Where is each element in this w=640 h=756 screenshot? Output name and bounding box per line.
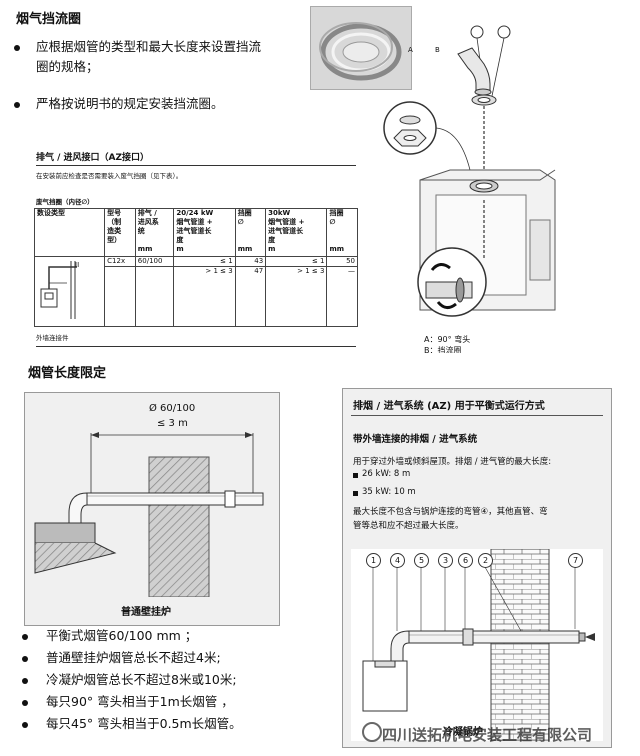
bullet-text: 严格按说明书的规定安装挡流圈。 xyxy=(36,96,224,111)
bullet-dot xyxy=(14,45,20,51)
callout-6: 6 xyxy=(458,553,473,568)
bullet-dot xyxy=(14,102,20,108)
col-header-ring: 挡圈∅mm xyxy=(234,208,267,257)
label-a: A xyxy=(408,46,413,54)
label-b: B xyxy=(435,46,440,54)
col-header-model: 型号（制造类型） xyxy=(104,208,136,257)
table-footer: 外墙连接件 xyxy=(36,334,69,342)
type-icon-cell: II xyxy=(33,256,106,327)
boiler-wall-icon xyxy=(40,261,77,319)
bullet-dot xyxy=(22,656,28,662)
install-diagram: A B A：90° 弯头 B：挡流圈 xyxy=(380,20,630,355)
dim-length: ≤ 3 m xyxy=(157,418,188,429)
square-bullet xyxy=(353,491,358,496)
cell-len-2: > 1 ≤ 3 xyxy=(173,266,236,327)
caption-condensing-boiler: 冷凝锅炉 xyxy=(443,727,483,738)
cell-ring-2: 47 xyxy=(234,266,267,327)
caption-a: A：90° 弯头 xyxy=(424,335,471,344)
callout-1: 1 xyxy=(366,553,381,568)
square-bullet xyxy=(353,473,358,478)
divider xyxy=(36,346,356,347)
az-line: 用于穿过外墙或倾斜屋顶。排烟 / 进气管的最大长度: xyxy=(353,457,552,467)
callout-3: 3 xyxy=(438,553,453,568)
az-line: 管等总和应不超过最大长度。 xyxy=(353,521,464,531)
az-line: 最大长度不包含与锅炉连接的弯管④，其他直管、弯 xyxy=(353,507,548,517)
bullet-text-cont: 圈的规格； xyxy=(36,59,99,74)
az-panel: 排烟 / 进气系统 (AZ) 用于平衡式运行方式 带外墙连接的排烟 / 进气系统… xyxy=(342,388,612,748)
section-title-flue-ring: 烟气挡流圈 xyxy=(16,12,82,27)
divider xyxy=(351,415,603,416)
cell-ring-1: 43 xyxy=(234,256,267,267)
divider xyxy=(36,165,356,166)
bullet-dot xyxy=(22,634,28,640)
cell-pipe: 60/100 xyxy=(134,256,175,267)
az-line: 26 kW: 8 m xyxy=(362,469,411,479)
az-diagram: 1 4 5 3 6 2 7 冷凝锅炉 xyxy=(351,548,603,742)
col-header-ring2: 挡圈∅mm xyxy=(326,208,358,257)
length-diagram: Ø 60/100 ≤ 3 m 普通壁挂炉 xyxy=(24,392,280,626)
wechat-logo-icon xyxy=(362,722,382,742)
flue-ring-photo xyxy=(310,6,412,90)
cell-len30-1: ≤ 1 xyxy=(265,256,328,267)
section-title-length: 烟管长度限定 xyxy=(28,366,107,381)
length-bullet: 每只45° 弯头相当于0.5m长烟管。 xyxy=(46,716,242,731)
length-bullet: 平衡式烟管60/100 mm ； xyxy=(46,628,198,643)
table-title: 废气挡圈（内径∅） xyxy=(36,198,94,206)
callout-4: 4 xyxy=(390,553,405,568)
callout-7: 7 xyxy=(568,553,583,568)
az-header: 排烟 / 进气系统 (AZ) 用于平衡式运行方式 xyxy=(353,401,545,412)
az-line: 35 kW: 10 m xyxy=(362,487,416,497)
spec-note: 在安装前应检查是否需要装入废气挡圈（见下表）。 xyxy=(36,172,183,180)
col-header-type: 数设类型 xyxy=(33,208,106,257)
callout-2: 2 xyxy=(478,553,493,568)
bullet-dot xyxy=(22,678,28,684)
length-bullet: 冷凝炉烟管总长不超过8米或10米; xyxy=(46,672,237,687)
length-bullet: 普通壁挂炉烟管总长不超过4米; xyxy=(46,650,221,665)
dim-diameter: Ø 60/100 xyxy=(149,403,196,414)
cell-len-1: ≤ 1 xyxy=(173,256,236,267)
caption-regular-boiler: 普通壁挂炉 xyxy=(121,607,171,618)
az-subtitle: 带外墙连接的排烟 / 进气系统 xyxy=(353,434,478,445)
caption-b: B：挡流圈 xyxy=(424,346,462,353)
bullet-dot xyxy=(22,722,28,728)
cell-model: C12x xyxy=(104,256,136,267)
cell-ring30-2: — xyxy=(326,266,358,327)
length-bullet: 每只90° 弯头相当于1m长烟管 ， xyxy=(46,694,234,709)
cell-len30-2: > 1 ≤ 3 xyxy=(265,266,328,327)
bullet-dot xyxy=(22,700,28,706)
spec-header: 排气 / 进风接口（AZ接口） xyxy=(36,153,150,163)
cell-ring30-1: 50 xyxy=(326,256,358,267)
bullet-text: 应根据烟管的类型和最大长度来设置挡流 xyxy=(36,39,262,54)
callout-5: 5 xyxy=(414,553,429,568)
watermark-text: 四川送拓机电安装工程有限公司 xyxy=(382,726,593,744)
